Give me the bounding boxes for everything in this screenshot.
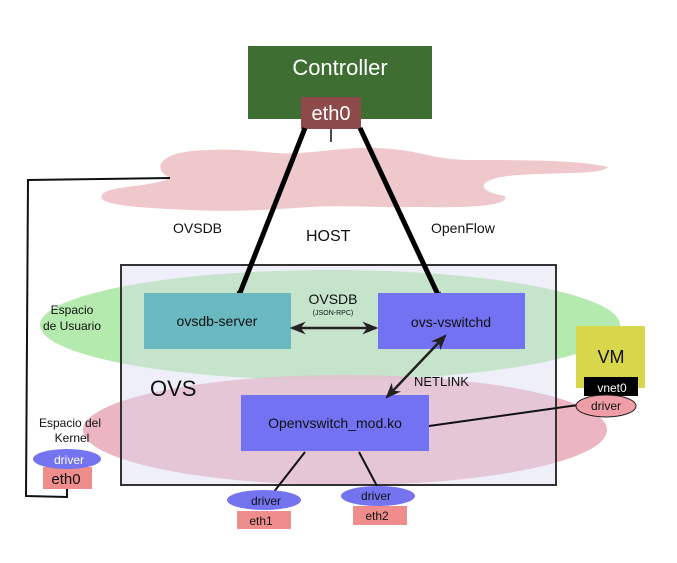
controller-eth0-port [301, 97, 361, 129]
vm-link-line [428, 404, 579, 427]
netlink-arrow [385, 334, 447, 399]
jsonrpc-label: (JSON-RPC) [313, 310, 353, 317]
user-space-label-line1: Espacio [51, 303, 94, 317]
host-bracket-line [24, 177, 171, 499]
eth2-link-line [358, 451, 378, 487]
host-eth0-label: eth0 [51, 471, 80, 488]
eth2-label: eth2 [365, 509, 389, 523]
vm-label: VM [598, 347, 625, 367]
vnet0-label: vnet0 [597, 381, 627, 395]
netlink-label: NETLINK [414, 374, 469, 389]
vm-driver-label: driver [591, 399, 621, 413]
openflow-connection-arrow [357, 126, 443, 301]
ovsdb-internal-label: OVSDB [308, 291, 357, 307]
user-space-label-line2: de Usuario [43, 319, 101, 333]
eth1-port [237, 511, 291, 529]
ovsdb-server-box[interactable] [144, 293, 291, 349]
eth1-link-line [272, 451, 306, 494]
vm-driver-badge [575, 394, 637, 418]
kernel-space-label-line1: Espacio del [39, 416, 101, 430]
eth1-driver-badge [227, 490, 301, 510]
ovsdb-server-label: ovsdb-server [177, 313, 258, 329]
ovs-vswitchd-label: ovs-vswitchd [411, 314, 491, 330]
openvswitch-mod-label: Openvswitch_mod.ko [268, 415, 402, 431]
eth2-port [353, 506, 407, 525]
kernel-space-label-line2: Kernel [55, 431, 90, 445]
network-cloud [101, 147, 609, 211]
ovs-label: OVS [150, 376, 196, 401]
controller-eth0-label: eth0 [312, 103, 351, 125]
ovsdb-connection-arrow [235, 127, 308, 300]
openflow-link-label: OpenFlow [431, 220, 496, 236]
host-driver-badge [33, 449, 101, 469]
ovsdb-link-label: OVSDB [173, 220, 222, 236]
eth2-driver-badge [341, 486, 415, 506]
host-label: HOST [306, 228, 351, 245]
controller-label: Controller [292, 55, 387, 80]
eth1-label: eth1 [249, 514, 273, 528]
eth2-driver-label: driver [361, 489, 391, 503]
openvswitch-mod-box[interactable] [241, 395, 429, 451]
eth1-driver-label: driver [251, 494, 281, 508]
vnet0-port [584, 377, 638, 396]
host-driver-label: driver [54, 453, 84, 467]
host-eth0-port [43, 467, 92, 489]
